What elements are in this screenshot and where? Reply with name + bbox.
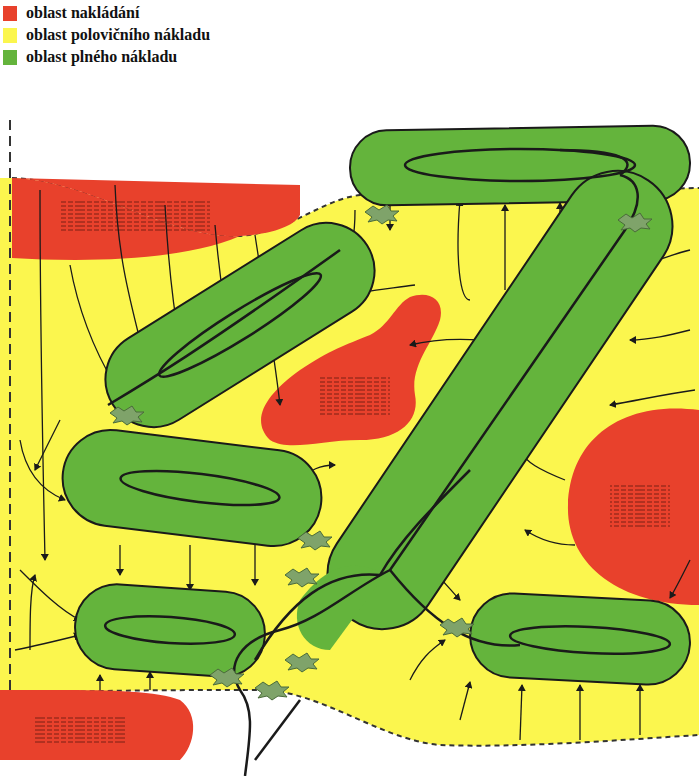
skid-flow-lines bbox=[15, 140, 695, 740]
full-load-area bbox=[57, 125, 694, 687]
legend-swatch bbox=[3, 50, 17, 65]
legend-text: oblast nakládání bbox=[26, 4, 139, 22]
legend-row: oblast nakládání bbox=[3, 2, 210, 24]
legend-row: oblast polovičního nákladu bbox=[3, 24, 210, 46]
legend-row: oblast plného nákladu bbox=[3, 46, 210, 68]
legend: oblast nakládání oblast polovičního nákla… bbox=[3, 2, 210, 68]
legend-text: oblast polovičního nákladu bbox=[26, 26, 210, 44]
landing-symbol bbox=[110, 205, 652, 700]
legend-swatch bbox=[3, 28, 17, 43]
legend-swatch bbox=[3, 6, 17, 21]
skid-road bbox=[104, 149, 670, 776]
legend-text: oblast plného nákladu bbox=[26, 48, 177, 66]
